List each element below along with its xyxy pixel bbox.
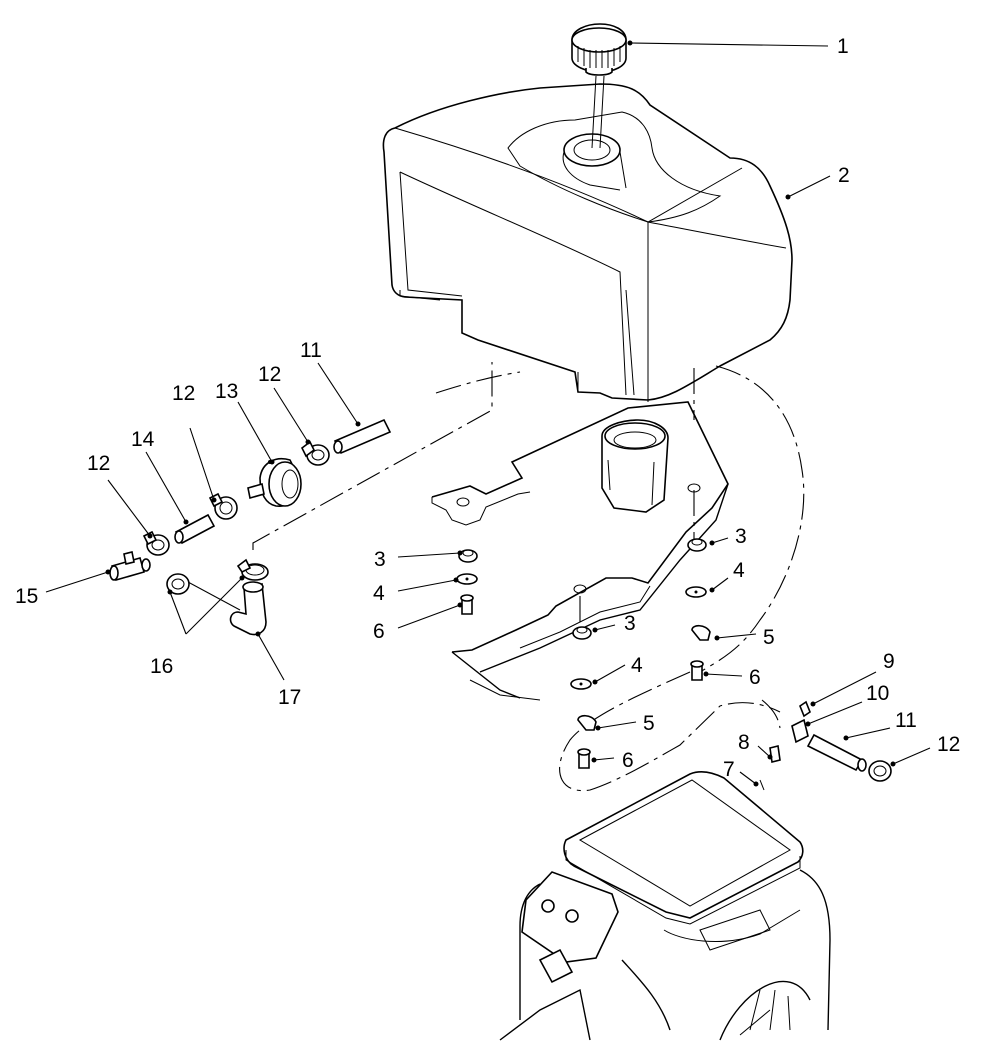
callout-12: 12 — [87, 452, 110, 475]
callout-15: 15 — [15, 585, 38, 608]
hardware-center — [570, 626, 597, 769]
tee-fitting — [109, 551, 151, 581]
callout-9: 9 — [883, 650, 895, 673]
small-fittings — [759, 700, 811, 791]
fuel-filter — [247, 458, 302, 507]
callout-6: 6 — [749, 666, 761, 689]
callout-5: 5 — [643, 712, 655, 735]
callout-12: 12 — [937, 733, 960, 756]
callout-6: 6 — [373, 620, 385, 643]
mounting-plate — [431, 401, 729, 701]
callout-14: 14 — [131, 428, 155, 451]
hose-clamp-upper — [300, 440, 330, 466]
elbow-hose — [229, 581, 267, 636]
fuel-hose-upper — [333, 418, 392, 455]
callout-11: 11 — [300, 339, 322, 362]
callout-4: 4 — [733, 559, 745, 582]
callout-6: 6 — [622, 749, 634, 772]
hardware-left — [456, 549, 478, 615]
callout-12: 12 — [258, 363, 281, 386]
callout-17: 17 — [278, 686, 301, 709]
engine — [499, 771, 831, 1041]
callout-4: 4 — [373, 582, 385, 605]
callout-7: 7 — [723, 758, 735, 781]
callout-4: 4 — [631, 654, 643, 677]
callout-3: 3 — [624, 612, 636, 635]
clamp-pair — [166, 558, 269, 595]
callout-labels: 1 2 3 3 3 4 4 4 5 5 6 6 6 7 8 9 10 11 11… — [15, 35, 960, 781]
callout-3: 3 — [374, 548, 386, 571]
callout-5: 5 — [763, 626, 775, 649]
callout-10: 10 — [866, 682, 889, 705]
callout-8: 8 — [738, 731, 750, 754]
callout-1: 1 — [837, 35, 849, 58]
hose-short — [174, 513, 216, 545]
fuel-hose-lower — [806, 733, 867, 772]
routing-lines — [174, 362, 805, 792]
fuel-tank — [382, 83, 793, 402]
callout-3: 3 — [735, 525, 747, 548]
callout-16: 16 — [150, 655, 173, 678]
hardware-right — [685, 538, 711, 681]
callout-12: 12 — [172, 382, 195, 405]
callout-2: 2 — [838, 164, 850, 187]
leader-lines — [45, 40, 931, 787]
hose-clamp-right — [868, 760, 892, 782]
callout-11: 11 — [895, 709, 917, 732]
fuel-cap — [571, 23, 627, 149]
callout-13: 13 — [215, 380, 238, 403]
